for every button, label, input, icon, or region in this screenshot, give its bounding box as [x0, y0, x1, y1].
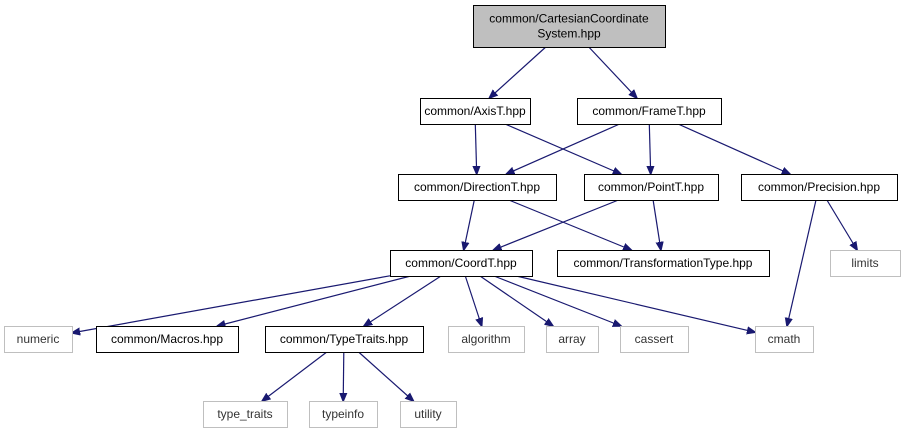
- node-box: [546, 326, 599, 353]
- node-typetraits_hpp[interactable]: common/TypeTraits.hpp: [265, 326, 424, 353]
- edge-precision-to-cmath: [787, 199, 817, 326]
- edge-coord-to-typetraits_hpp: [364, 275, 442, 326]
- node-box: [4, 326, 73, 353]
- edge-direction-to-coord: [464, 199, 475, 250]
- edge-coord-to-macros: [217, 275, 411, 326]
- node-frame[interactable]: common/FrameT.hpp: [577, 98, 722, 125]
- node-limits: limits: [830, 250, 901, 277]
- node-box: [557, 250, 770, 277]
- node-numeric: numeric: [4, 326, 73, 353]
- edge-precision-to-limits: [826, 199, 857, 250]
- edge-axis-to-direction: [475, 123, 476, 174]
- edge-coord-to-array: [479, 275, 553, 326]
- node-coord[interactable]: common/CoordT.hpp: [390, 250, 533, 277]
- dependency-nodes: common/CartesianCoordinateSystem.hppcomm…: [4, 5, 901, 428]
- node-box: [473, 5, 666, 48]
- edge-frame-to-precision: [677, 123, 790, 174]
- node-label: array: [558, 332, 585, 346]
- edge-coord-to-algorithm: [464, 275, 481, 326]
- node-label: common/PointT.hpp: [598, 180, 704, 194]
- node-point[interactable]: common/PointT.hpp: [584, 174, 719, 201]
- node-typeinfo: typeinfo: [309, 401, 378, 428]
- node-label: limits: [851, 256, 878, 270]
- node-box: [620, 326, 689, 353]
- node-direction[interactable]: common/DirectionT.hpp: [398, 174, 557, 201]
- node-box: [400, 401, 457, 428]
- node-box: [577, 98, 722, 125]
- edge-direction-to-transformation: [508, 199, 631, 250]
- edge-coord-to-cassert: [493, 275, 621, 326]
- edge-coord-to-cmath: [516, 275, 755, 332]
- node-label: typeinfo: [322, 407, 364, 421]
- node-label: cmath: [768, 332, 801, 346]
- node-utility: utility: [400, 401, 457, 428]
- node-label: utility: [414, 407, 441, 421]
- node-box: [398, 174, 557, 201]
- node-label: common/TransformationType.hpp: [574, 256, 753, 270]
- edge-point-to-transformation: [652, 199, 661, 250]
- node-precision[interactable]: common/Precision.hpp: [741, 174, 898, 201]
- node-label: common/AxisT.hpp: [424, 104, 526, 118]
- node-cassert: cassert: [620, 326, 689, 353]
- node-label: common/CoordT.hpp: [405, 256, 517, 270]
- node-box: [755, 326, 814, 353]
- edge-typetraits_hpp-to-type_traits: [262, 351, 328, 401]
- node-label: common/Precision.hpp: [758, 180, 880, 194]
- edge-frame-to-direction: [506, 123, 620, 174]
- node-box: [203, 401, 288, 428]
- node-label: common/FrameT.hpp: [592, 104, 706, 118]
- node-label: common/CartesianCoordinate: [489, 12, 649, 26]
- node-label: type_traits: [217, 407, 272, 421]
- node-box: [420, 98, 531, 125]
- node-box: [830, 250, 901, 277]
- node-box: [741, 174, 898, 201]
- node-algorithm: algorithm: [448, 326, 525, 353]
- edge-root-to-axis: [489, 46, 547, 98]
- node-macros[interactable]: common/Macros.hpp: [96, 326, 239, 353]
- edge-typetraits_hpp-to-typeinfo: [343, 351, 344, 401]
- edge-coord-to-numeric: [72, 275, 391, 333]
- edge-point-to-coord: [494, 199, 619, 250]
- node-label: common/DirectionT.hpp: [414, 180, 540, 194]
- node-transformation[interactable]: common/TransformationType.hpp: [557, 250, 770, 277]
- node-array: array: [546, 326, 599, 353]
- node-type_traits: type_traits: [203, 401, 288, 428]
- node-cmath: cmath: [755, 326, 814, 353]
- node-box: [390, 250, 533, 277]
- node-box: [265, 326, 424, 353]
- node-label: System.hpp: [537, 27, 601, 41]
- edge-root-to-frame: [588, 46, 637, 98]
- node-label: cassert: [635, 332, 674, 346]
- node-label: common/TypeTraits.hpp: [280, 332, 409, 346]
- node-box: [584, 174, 719, 201]
- edge-frame-to-point: [649, 123, 650, 174]
- node-box: [448, 326, 525, 353]
- node-box: [96, 326, 239, 353]
- node-axis[interactable]: common/AxisT.hpp: [420, 98, 531, 125]
- node-box: [309, 401, 378, 428]
- edge-typetraits_hpp-to-utility: [358, 351, 414, 401]
- node-label: numeric: [17, 332, 60, 346]
- node-label: common/Macros.hpp: [111, 332, 223, 346]
- dependency-edges: [72, 46, 857, 401]
- node-label: algorithm: [461, 332, 510, 346]
